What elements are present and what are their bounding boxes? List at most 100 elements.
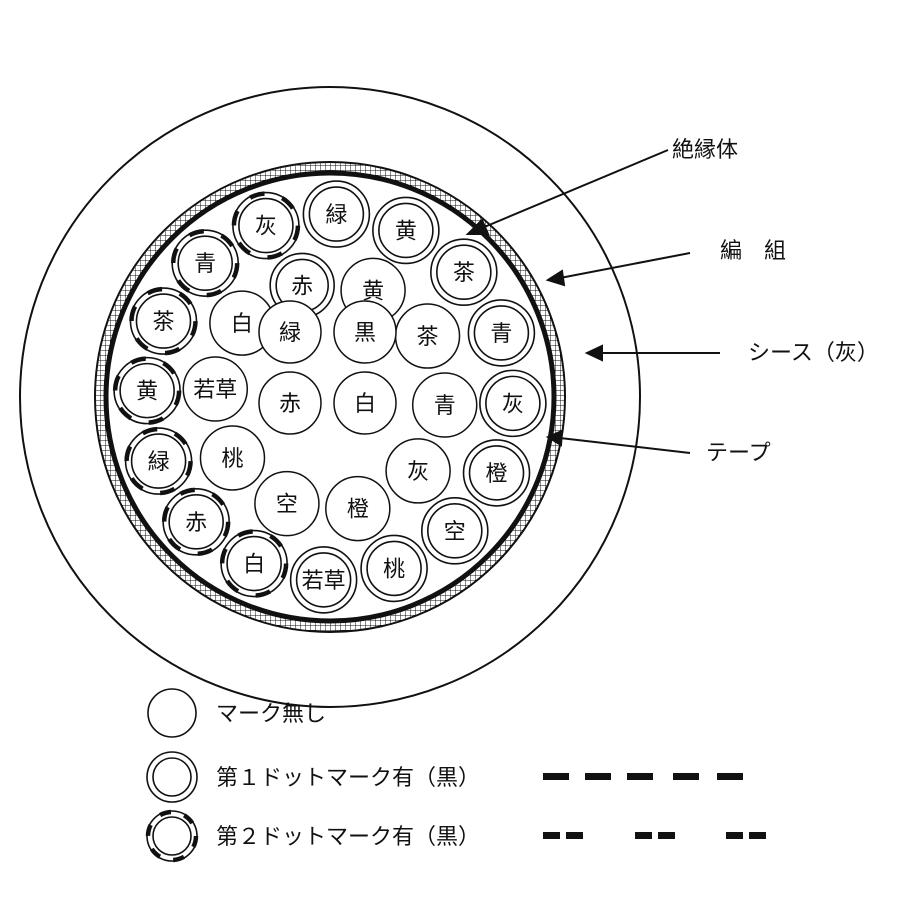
legend-second-dot-label: 第２ドットマーク有（黒） xyxy=(216,825,480,850)
core-inner-0: 緑 xyxy=(258,300,322,364)
core-middle-4: 橙 xyxy=(325,475,391,542)
cores-group: 緑黄茶青灰橙空桃若草白赤緑黄茶青灰黄茶青灰橙空桃若草白赤緑黒白赤 xyxy=(112,180,547,614)
core-color-label: 緑 xyxy=(325,203,347,228)
legend-second-dot-inner xyxy=(152,816,192,856)
core-insulator-inner-circle xyxy=(168,494,224,550)
core-insulator-circle xyxy=(258,371,322,435)
callout-arrows xyxy=(465,149,720,454)
core-middle-3: 灰 xyxy=(385,438,451,504)
core-insulator-inner-circle xyxy=(177,235,233,291)
legend-second-dot-dash-pattern xyxy=(543,832,766,839)
core-color-label: 灰 xyxy=(407,460,429,485)
core-color-label: 白 xyxy=(231,312,253,337)
core-insulator-inner-circle xyxy=(473,305,530,361)
core-inner-1: 黒 xyxy=(333,300,397,364)
core-color-label: 白 xyxy=(354,392,376,417)
core-color-label: 若草 xyxy=(193,378,237,403)
core-color-label: 茶 xyxy=(152,310,174,335)
core-middle-7: 若草 xyxy=(182,356,249,422)
core-color-label: 空 xyxy=(444,520,466,545)
core-color-label: 赤 xyxy=(185,511,207,536)
core-outer-1: 黄 xyxy=(372,196,440,265)
core-insulator-circle xyxy=(199,425,266,491)
second-dot-mark-arcs xyxy=(124,426,193,496)
core-color-label: 灰 xyxy=(502,392,524,417)
core-insulator-circle xyxy=(254,470,320,537)
callout-braid-label: 編 組 xyxy=(720,239,786,264)
tape-arrow-line xyxy=(559,437,691,454)
second-dot-mark-arcs xyxy=(145,809,199,863)
braid-arrow-head xyxy=(545,269,566,287)
core-color-label: 若草 xyxy=(302,569,346,594)
core-insulator-inner-circle xyxy=(130,433,187,489)
core-color-label: 桃 xyxy=(221,447,243,472)
core-insulator-inner-circle xyxy=(226,535,282,592)
second-dot-mark-arcs xyxy=(170,228,240,298)
legend: マーク無し 第１ドットマーク有（黒） 第２ドットマーク有（黒） xyxy=(145,688,766,863)
core-outer-7: 桃 xyxy=(360,534,428,603)
core-outer-8: 若草 xyxy=(289,546,358,614)
legend-no-mark-label: マーク無し xyxy=(216,702,326,727)
core-color-label: 黄 xyxy=(136,380,158,405)
legend-symbol-first-dot-inner xyxy=(152,757,192,797)
core-outer-9: 白 xyxy=(219,529,289,598)
tape-arrow-head xyxy=(545,429,564,447)
core-color-label: 白 xyxy=(243,553,265,578)
core-insulator-circle xyxy=(411,372,478,438)
core-inner-3: 赤 xyxy=(258,371,322,435)
core-insulator-inner-circle xyxy=(436,244,492,300)
core-insulator-circle xyxy=(258,300,322,364)
core-color-label: 緑 xyxy=(279,321,301,346)
core-outer-10: 赤 xyxy=(161,487,231,557)
legend-first-dot-label: 第１ドットマーク有（黒） xyxy=(216,766,480,791)
core-middle-6: 桃 xyxy=(199,425,266,491)
second-dot-mark-arcs xyxy=(231,191,301,260)
core-insulator-inner-circle xyxy=(295,552,352,608)
core-insulator-inner-circle xyxy=(378,202,434,259)
core-insulator-circle xyxy=(385,438,451,504)
core-outer-2: 茶 xyxy=(430,238,498,306)
second-dot-mark-arcs xyxy=(112,356,182,425)
core-insulator-inner-circle xyxy=(468,445,525,501)
core-color-label: 茶 xyxy=(453,261,475,286)
core-insulator-inner-circle xyxy=(427,503,483,559)
braid-arrow-line xyxy=(559,252,691,279)
core-color-label: 赤 xyxy=(291,274,313,299)
core-insulator-circle xyxy=(325,475,391,542)
core-color-label: 灰 xyxy=(255,215,277,240)
insulator-arrow-line xyxy=(481,149,669,229)
core-insulator-inner-circle xyxy=(308,186,365,242)
callout-sheath-label: シース（灰） xyxy=(748,341,879,366)
core-outer-15: 灰 xyxy=(231,191,301,260)
core-color-label: 黄 xyxy=(362,279,384,304)
sheath-arrow-head xyxy=(584,344,603,362)
callout-tape-label: テープ xyxy=(706,441,771,466)
core-color-label: 黒 xyxy=(354,321,376,346)
legend-first-dot-dash-pattern xyxy=(543,773,743,780)
core-outer-0: 緑 xyxy=(302,180,371,248)
core-insulator-inner-circle xyxy=(366,540,422,597)
callout-insulator-label: 絶縁体 xyxy=(672,138,738,163)
core-color-label: 橙 xyxy=(347,498,369,523)
core-outer-3: 青 xyxy=(467,299,536,367)
core-middle-5: 空 xyxy=(254,470,320,537)
core-insulator-inner-circle xyxy=(135,293,192,349)
core-color-label: 青 xyxy=(434,394,456,419)
core-insulator-circle xyxy=(182,356,249,422)
core-insulator-circle xyxy=(333,300,397,364)
core-outer-4: 灰 xyxy=(479,369,547,438)
second-dot-mark-arcs xyxy=(161,487,231,557)
core-middle-1: 茶 xyxy=(394,303,461,369)
second-dot-mark-arcs xyxy=(129,286,198,356)
core-color-label: 緑 xyxy=(148,450,170,475)
core-middle-2: 青 xyxy=(411,372,478,438)
core-color-label: 橙 xyxy=(486,462,508,487)
core-insulator-inner-circle xyxy=(485,375,541,432)
core-outer-6: 空 xyxy=(421,497,489,565)
core-outer-13: 茶 xyxy=(129,286,198,356)
core-color-label: 茶 xyxy=(417,325,439,350)
core-outer-14: 青 xyxy=(170,228,240,298)
core-outer-11: 緑 xyxy=(124,426,193,496)
